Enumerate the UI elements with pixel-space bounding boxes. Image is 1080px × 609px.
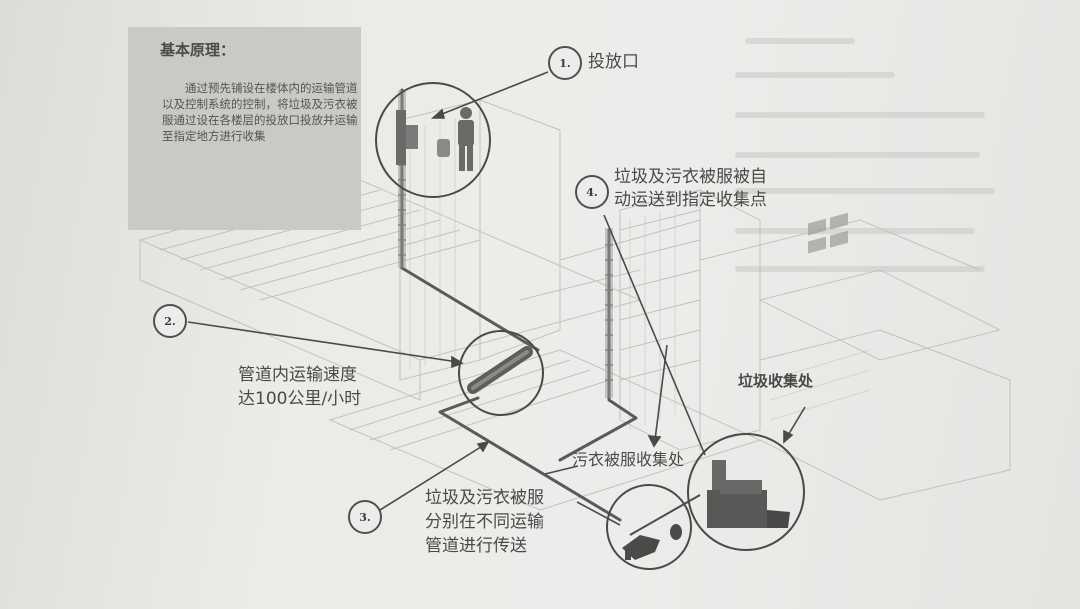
drop-inlet-icon (396, 110, 418, 165)
step-4-label-line-2: 动运送到指定收集点 (614, 190, 767, 210)
garbage-compactor-icon (707, 460, 790, 528)
step-1-label: 投放口 (588, 52, 639, 72)
bleed-through-text (745, 38, 855, 44)
bleed-through-text (735, 72, 895, 78)
bleed-through-text (735, 152, 980, 158)
step-4-marker: 4. (575, 175, 609, 209)
step-4-label-line-1: 垃圾及污衣被服被自 (614, 167, 767, 187)
principle-body: 通过预先铺设在楼体内的运输管道以及控制系统的控制，将垃圾及污衣被服通过设在各楼层… (162, 81, 358, 143)
step-3-label-line-1: 垃圾及污衣被服 (425, 488, 544, 508)
bleed-through-text (735, 266, 985, 272)
linen-collection-label: 污衣被服收集处 (572, 450, 685, 469)
detail-circle-garbage (687, 433, 805, 551)
detail-circle-pipe (458, 330, 544, 416)
step-2-label-line-2: 达100公里/小时 (238, 389, 362, 409)
principle-title: 基本原理： (160, 41, 236, 59)
step-1-marker: 1. (548, 46, 582, 80)
principle-box: 基本原理： 通过预先铺设在楼体内的运输管道以及控制系统的控制，将垃圾及污衣被服通… (128, 27, 361, 230)
bleed-through-text (735, 188, 995, 194)
step-3-marker: 3. (348, 500, 382, 534)
pipe-segment-icon (467, 346, 533, 394)
bleed-through-text (735, 228, 975, 234)
garbage-collection-label: 垃圾收集处 (738, 372, 814, 390)
step-3-label-line-2: 分别在不同运输 (425, 512, 544, 532)
step-3-label-line-3: 管道进行传送 (425, 536, 527, 556)
detail-circle-linen (606, 484, 692, 570)
step-2-marker: 2. (153, 304, 187, 338)
person-with-bag-icon (437, 107, 474, 171)
detail-circle-inlet (375, 82, 491, 198)
step-2-label-line-1: 管道内运输速度 (238, 365, 357, 385)
bleed-through-text (735, 112, 985, 118)
linen-collector-icon (622, 494, 701, 560)
